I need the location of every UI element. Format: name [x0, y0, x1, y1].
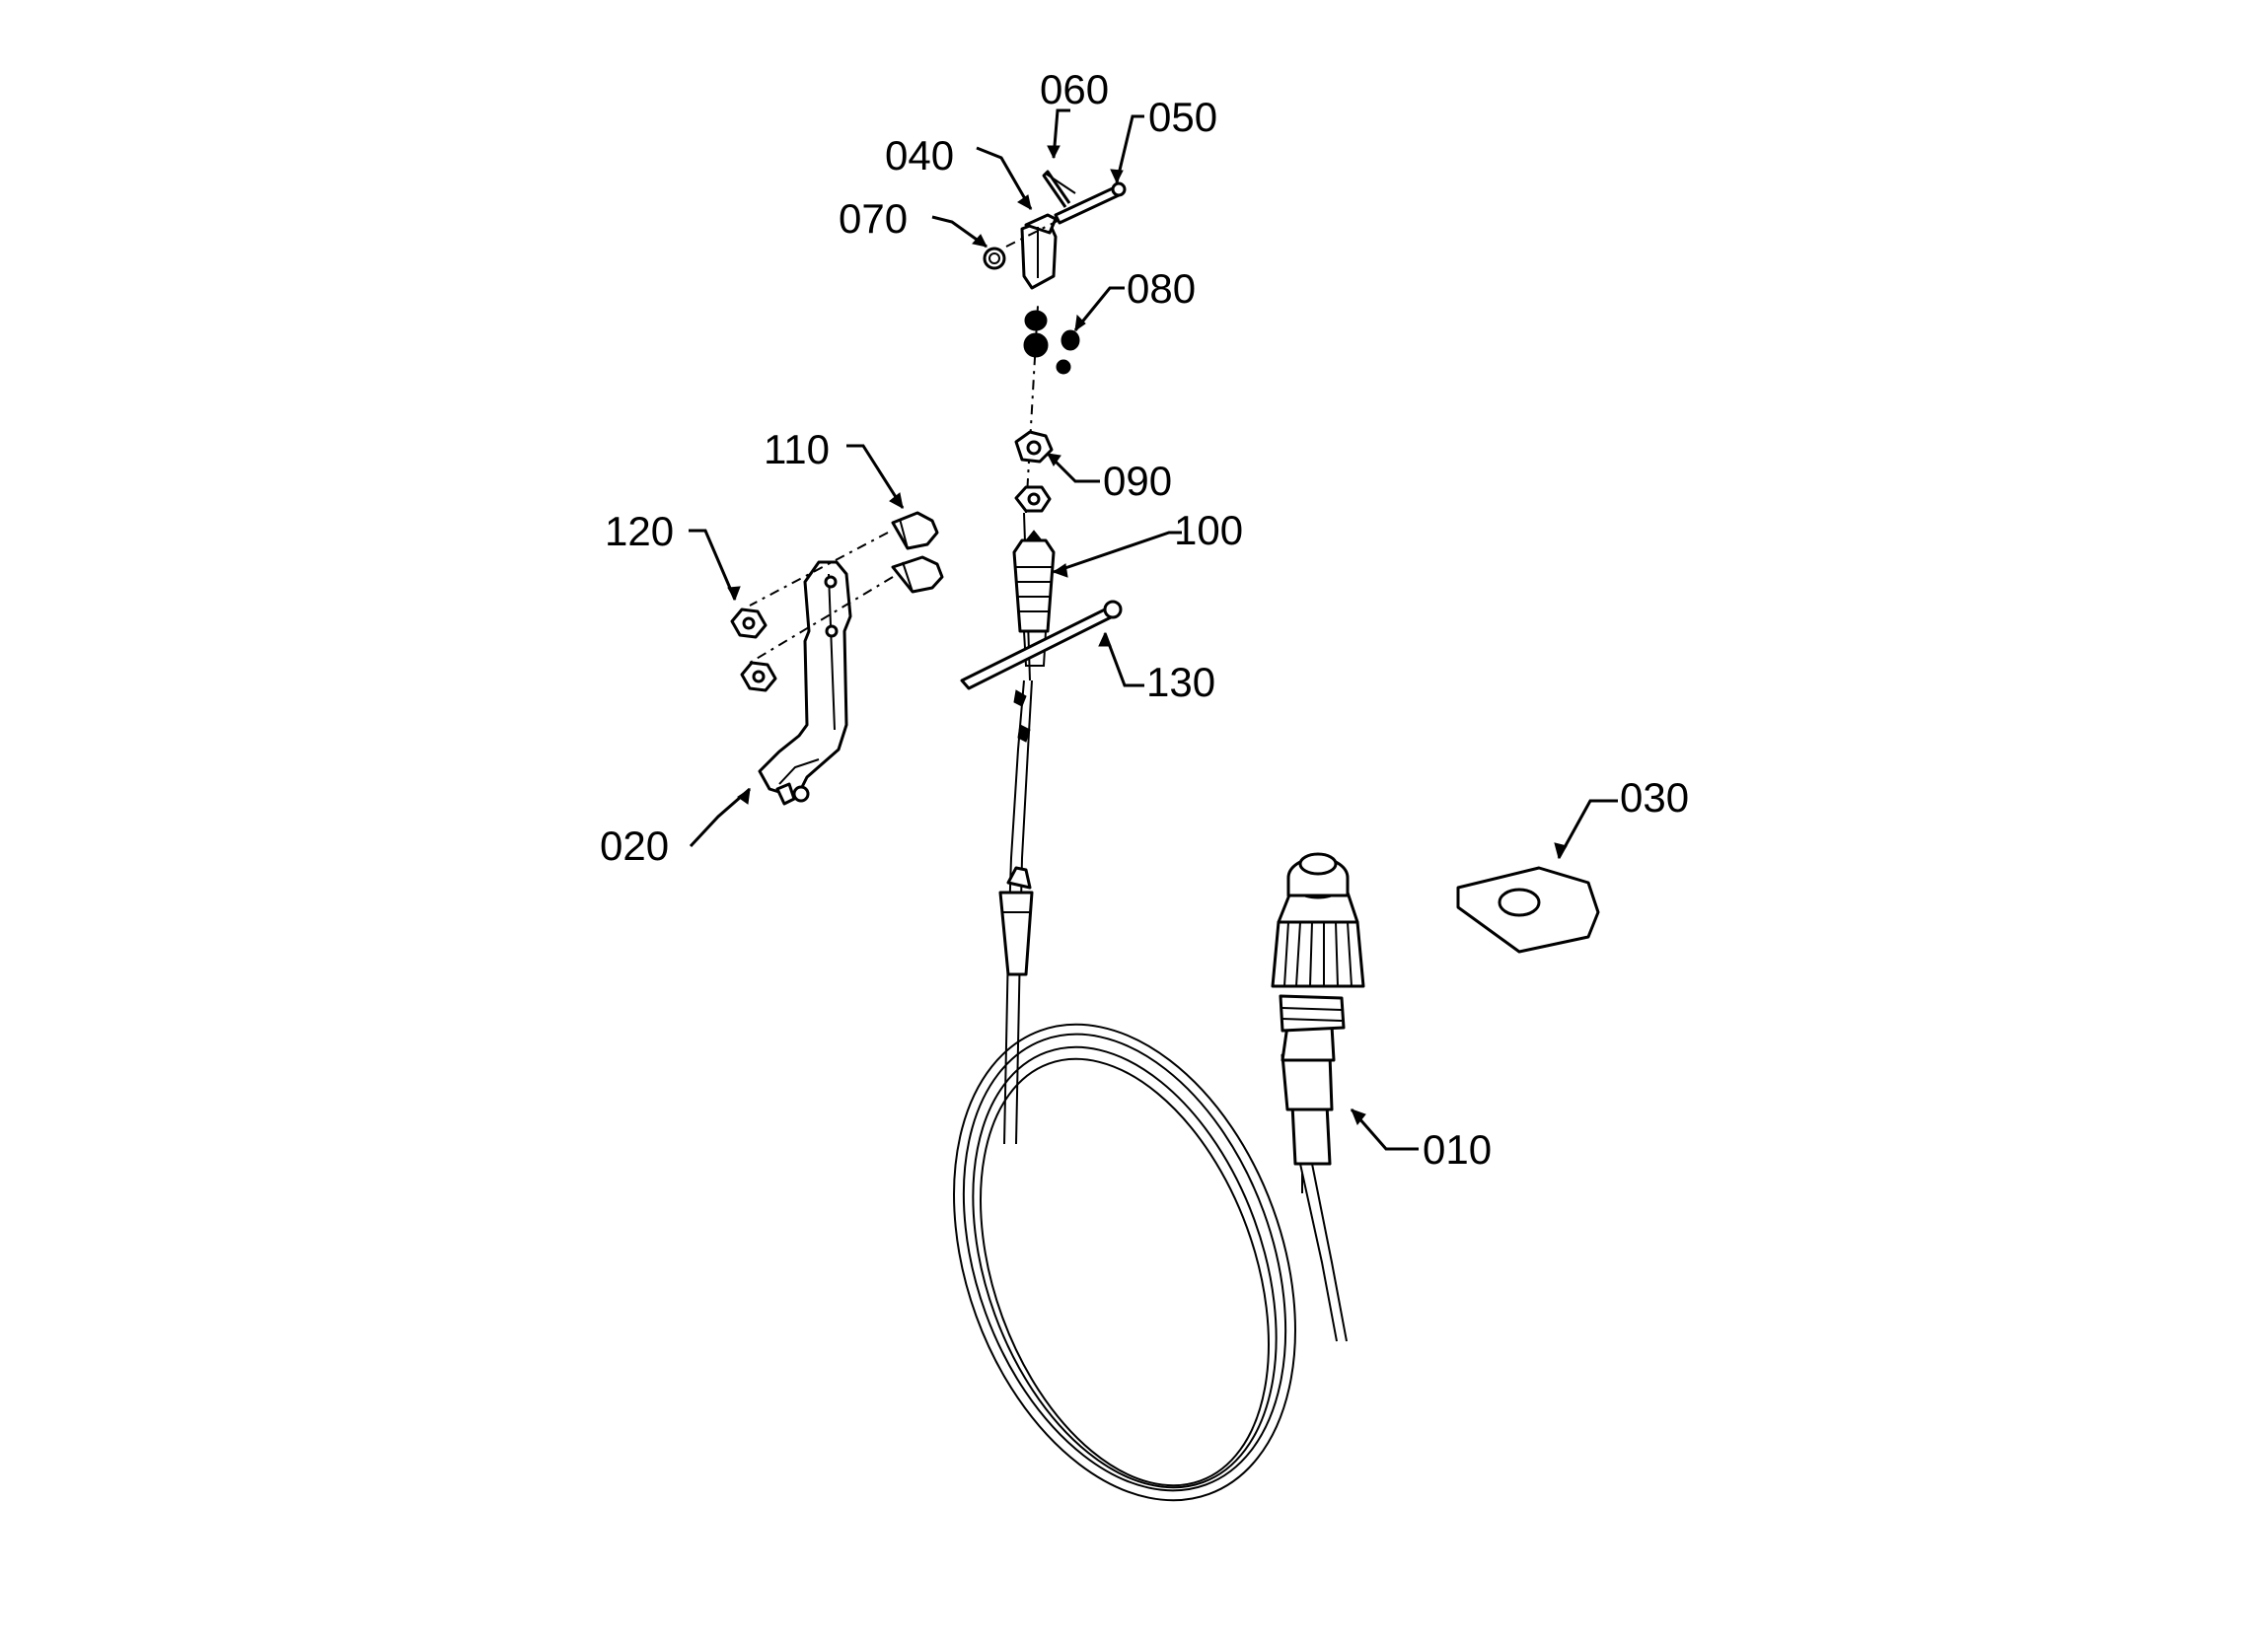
bolt-part: [749, 511, 944, 664]
leader-030: [1557, 799, 1618, 859]
callout-080: 080: [1127, 265, 1196, 312]
cable-rod-part: [1013, 305, 1039, 743]
cable-assembly-part: [953, 680, 1365, 1502]
callout-060: 060: [1040, 66, 1109, 112]
clevis-part: [983, 170, 1127, 290]
callout-100: 100: [1174, 507, 1243, 553]
cotter-pin-part: [960, 600, 1123, 690]
leader-080: [1073, 286, 1125, 331]
callout-050: 050: [1148, 94, 1217, 140]
leader-110: [846, 444, 905, 509]
leader-130: [1103, 632, 1144, 687]
callout-120: 120: [605, 508, 674, 554]
callout-labels: 010 020 030 040 050 060 070 080 090 100 …: [600, 66, 1689, 1173]
nut-part: [730, 608, 777, 692]
leader-040: [976, 146, 1033, 210]
callout-090: 090: [1103, 458, 1172, 504]
callout-130: 130: [1146, 659, 1215, 705]
nut-set-part: [1014, 430, 1054, 513]
callout-010: 010: [1423, 1126, 1492, 1173]
leader-050: [1115, 114, 1144, 183]
plate-part: [1456, 866, 1600, 954]
leader-100: [1053, 531, 1182, 574]
callout-070: 070: [839, 195, 908, 242]
callout-110: 110: [764, 426, 830, 472]
leader-lines: [689, 108, 1618, 1151]
leader-010: [1350, 1109, 1419, 1151]
leader-070: [931, 215, 988, 249]
bracket-part: [758, 560, 852, 806]
callout-020: 020: [600, 823, 669, 869]
leader-060: [1052, 108, 1070, 159]
leader-120: [689, 529, 737, 601]
callout-030: 030: [1620, 774, 1689, 821]
ball-joint-part: [1023, 310, 1080, 375]
callout-040: 040: [885, 132, 954, 179]
leader-090: [1046, 452, 1100, 483]
